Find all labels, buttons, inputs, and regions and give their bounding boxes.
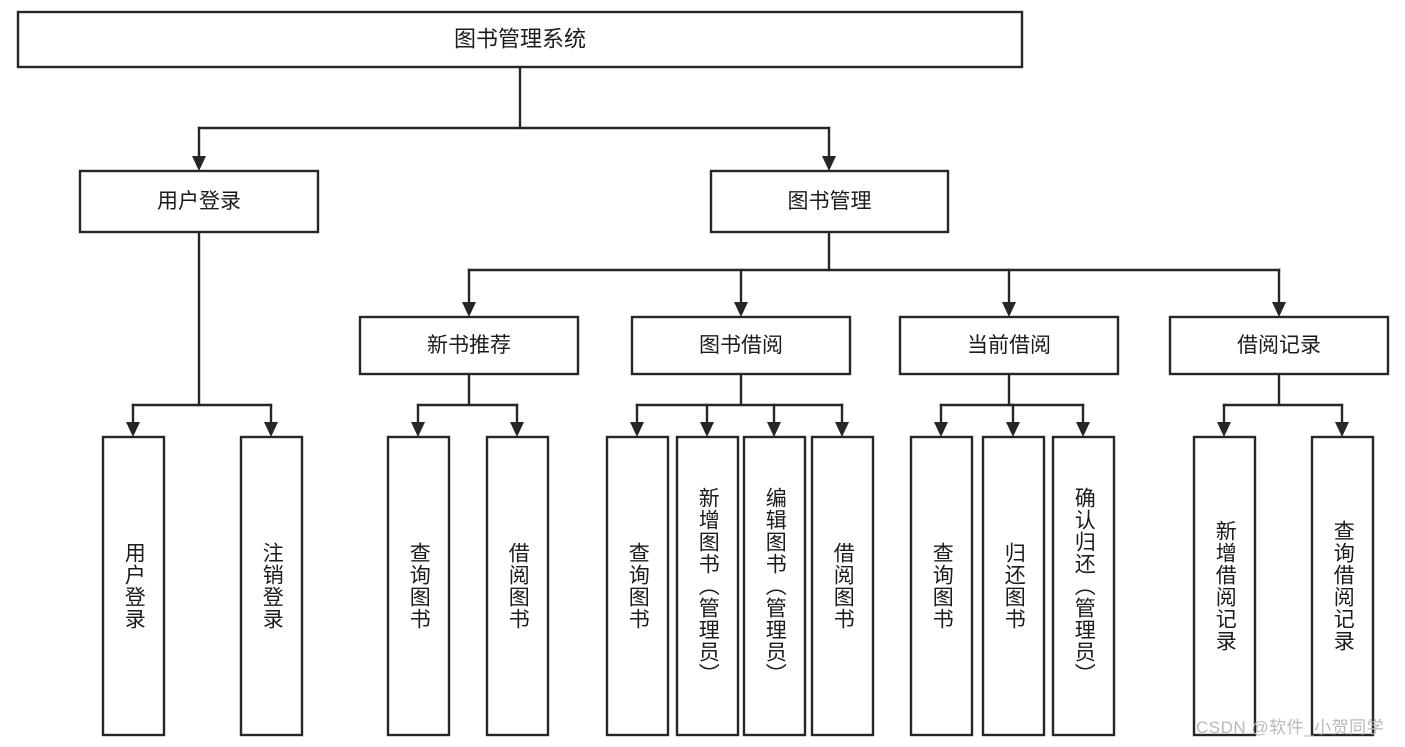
group-2-drop-2-arrowhead: [1076, 422, 1090, 437]
leaf-node-4-rect[interactable]: [605, 435, 670, 737]
leaf-node-4[interactable]: [605, 435, 670, 737]
group-0-drop-1-arrowhead: [510, 422, 524, 437]
group-1-drop-3-arrowhead: [835, 422, 849, 437]
books-drop-0-arrowhead: [462, 302, 476, 317]
root-node-0[interactable]: [16, 10, 1024, 69]
level2-node-0-label: 新书推荐: [427, 334, 511, 357]
books-drop-2-arrowhead: [1002, 302, 1016, 317]
leaf-node-0-rect[interactable]: [101, 435, 166, 737]
leaf-node-6-rect[interactable]: [742, 435, 807, 737]
level1-node-0-rect[interactable]: [78, 169, 320, 234]
group-0-drop-0-arrowhead: [411, 422, 425, 437]
leaf-node-11[interactable]: [1192, 435, 1257, 737]
level2-node-2-label: 当前借阅: [967, 334, 1051, 357]
group-1-drop-0-arrowhead: [630, 422, 644, 437]
level2-node-2-rect[interactable]: [898, 315, 1120, 376]
books-drop-3-arrowhead: [1272, 302, 1286, 317]
level1-node-1-label: 图书管理: [788, 190, 872, 213]
leaf-node-5-rect[interactable]: [675, 435, 740, 737]
group-1-drop-1-arrowhead: [700, 422, 714, 437]
level2-node-3-label: 借阅记录: [1237, 334, 1321, 357]
root-drop-1-arrowhead: [822, 156, 836, 171]
leaf-node-10[interactable]: [1051, 435, 1116, 737]
level2-node-1[interactable]: [630, 315, 852, 376]
leaf-node-0[interactable]: [101, 435, 166, 737]
group-3-drop-0-arrowhead: [1217, 422, 1231, 437]
leaf-node-11-rect[interactable]: [1192, 435, 1257, 737]
leaf-node-9-rect[interactable]: [981, 435, 1046, 737]
node-boxes-layer: [16, 10, 1390, 737]
leaf-node-2[interactable]: [386, 435, 451, 737]
leaf-node-8-rect[interactable]: [909, 435, 974, 737]
leaf-node-8[interactable]: [909, 435, 974, 737]
root-node-0-label: 图书管理系统: [454, 26, 586, 51]
root-node-0-rect[interactable]: [16, 10, 1024, 69]
group-3-drop-1-arrowhead: [1335, 422, 1349, 437]
level2-node-0[interactable]: [358, 315, 580, 376]
level2-node-1-rect[interactable]: [630, 315, 852, 376]
group-1-drop-2-arrowhead: [767, 422, 781, 437]
level2-node-2[interactable]: [898, 315, 1120, 376]
level1-node-1-rect[interactable]: [709, 169, 950, 234]
group-2-drop-1-arrowhead: [1006, 422, 1020, 437]
watermark-text: CSDN @软件_小贺同学: [1196, 718, 1385, 737]
leaf-node-3[interactable]: [485, 435, 550, 737]
leaf-node-9[interactable]: [981, 435, 1046, 737]
login-drop-1-arrowhead: [264, 422, 278, 437]
level2-node-3-rect[interactable]: [1168, 315, 1390, 376]
leaf-node-5[interactable]: [675, 435, 740, 737]
leaf-node-6[interactable]: [742, 435, 807, 737]
leaf-node-7-rect[interactable]: [810, 435, 875, 737]
level1-node-0[interactable]: [78, 169, 320, 234]
leaf-node-12-rect[interactable]: [1310, 435, 1375, 737]
leaf-node-12[interactable]: [1310, 435, 1375, 737]
leaf-node-2-rect[interactable]: [386, 435, 451, 737]
leaf-node-1[interactable]: [239, 435, 304, 737]
leaf-node-1-rect[interactable]: [239, 435, 304, 737]
connectors-layer: [126, 65, 1349, 437]
group-2-drop-0-arrowhead: [934, 422, 948, 437]
root-drop-0-arrowhead: [192, 156, 206, 171]
level1-node-0-label: 用户登录: [157, 190, 241, 213]
level2-node-3[interactable]: [1168, 315, 1390, 376]
leaf-node-3-rect[interactable]: [485, 435, 550, 737]
leaf-node-10-rect[interactable]: [1051, 435, 1116, 737]
leaf-node-7[interactable]: [810, 435, 875, 737]
level2-node-0-rect[interactable]: [358, 315, 580, 376]
level1-node-1[interactable]: [709, 169, 950, 234]
level2-node-1-label: 图书借阅: [699, 334, 783, 357]
books-drop-1-arrowhead: [734, 302, 748, 317]
login-drop-0-arrowhead: [126, 422, 140, 437]
